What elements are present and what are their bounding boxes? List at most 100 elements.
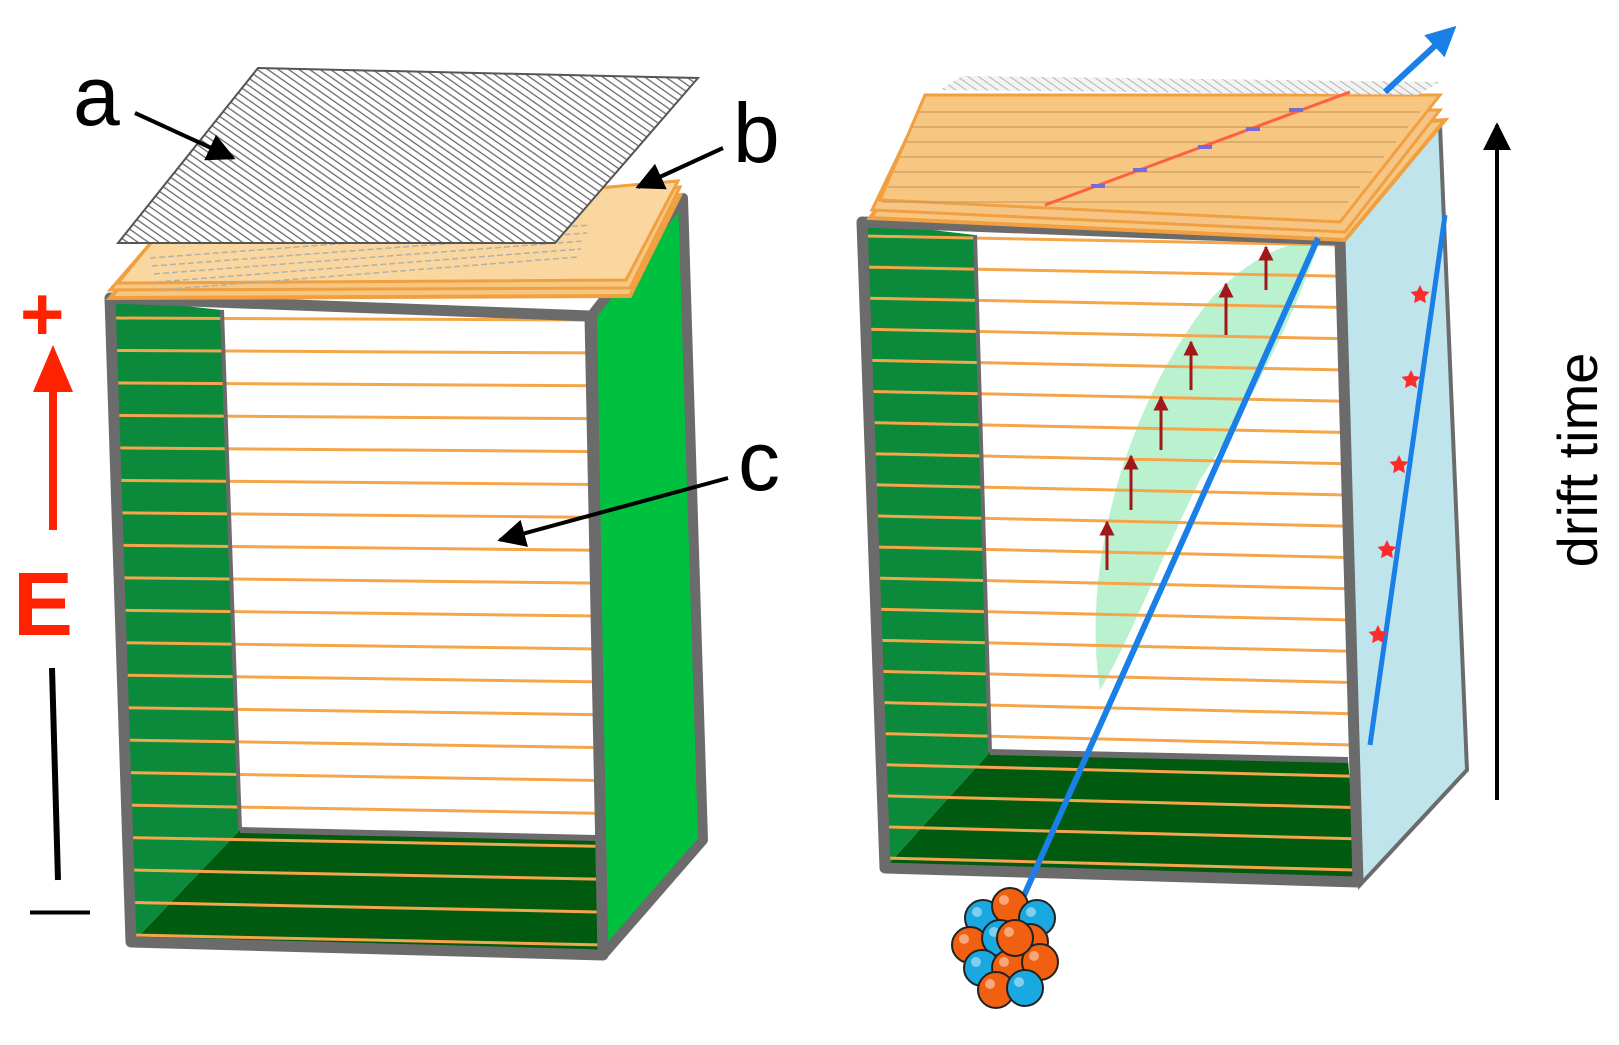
projected-track xyxy=(1367,214,1448,746)
arrow-b xyxy=(635,146,724,190)
field-strip xyxy=(881,763,1354,778)
field-strip xyxy=(873,483,1348,497)
side-hit-marker xyxy=(1389,455,1409,474)
field-strip xyxy=(867,296,1345,309)
readout-hit-marker xyxy=(1091,184,1105,188)
right-readout-lines xyxy=(882,111,1420,203)
label-field: E xyxy=(13,555,73,655)
readout-hit-marker xyxy=(1133,168,1147,172)
field-strip xyxy=(866,265,1344,278)
left-floor xyxy=(133,830,603,955)
field-strip xyxy=(883,856,1356,872)
field-strip xyxy=(883,825,1355,841)
left-back-wall xyxy=(112,298,240,942)
nucleon-highlight xyxy=(1029,951,1039,961)
field-strip xyxy=(879,701,1353,716)
label-c: c xyxy=(738,414,780,508)
field-strip xyxy=(125,706,600,717)
side-hit-marker xyxy=(1410,285,1430,304)
field-strip xyxy=(130,868,603,881)
nucleon-highlight xyxy=(999,895,1009,905)
right-floor-edge xyxy=(989,749,1349,763)
left-side-wall xyxy=(587,193,708,960)
field-arrow-head xyxy=(33,345,73,392)
field-strip xyxy=(118,478,596,486)
particle-track xyxy=(1019,236,1321,902)
left-front-frame xyxy=(104,292,609,961)
arrow-c xyxy=(497,476,729,547)
right-back-wall xyxy=(865,222,990,868)
field-strip xyxy=(117,446,595,454)
field-strip xyxy=(874,545,1350,559)
field-strip xyxy=(872,452,1348,466)
field-strip xyxy=(123,641,599,651)
field-strip xyxy=(131,901,604,914)
right-readout-top xyxy=(877,93,1444,224)
field-strip xyxy=(127,771,601,783)
nucleon-highlight xyxy=(959,934,969,944)
field-strip xyxy=(129,836,603,848)
label-plus: + xyxy=(20,272,64,357)
field-strip xyxy=(875,576,1350,591)
left-detector xyxy=(104,66,708,961)
field-strip xyxy=(116,413,594,421)
left-floor-edge xyxy=(239,827,597,841)
left-open-volume xyxy=(222,310,596,838)
field-strip xyxy=(871,421,1347,434)
label-minus: — xyxy=(30,874,90,941)
right-back-edge xyxy=(973,234,992,753)
drift-arrows xyxy=(1099,245,1274,570)
side-hits xyxy=(1368,285,1430,644)
field-strip xyxy=(122,608,598,618)
left-wire-plane xyxy=(115,66,701,244)
field-strip xyxy=(126,738,601,750)
readout-line xyxy=(157,256,579,291)
field-strip xyxy=(880,732,1353,747)
label-a: a xyxy=(73,49,120,143)
nucleon-highlight xyxy=(985,979,995,989)
side-hit-marker xyxy=(1368,625,1388,644)
field-strip xyxy=(121,576,598,585)
field-strip xyxy=(869,358,1346,372)
right-detector xyxy=(856,25,1470,902)
nucleon-highlight xyxy=(1026,907,1036,917)
arrow-a xyxy=(134,111,236,161)
label-b: b xyxy=(733,86,780,180)
field-strip xyxy=(132,933,605,947)
readout-hit-marker xyxy=(1198,145,1212,149)
nucleon-highlight xyxy=(999,957,1009,967)
field-strip xyxy=(119,511,596,519)
field-strip xyxy=(124,673,599,684)
readout-line xyxy=(155,248,582,283)
field-strip xyxy=(128,803,602,815)
left-field-strips xyxy=(112,316,605,947)
side-hit-marker xyxy=(1377,540,1397,559)
field-strip xyxy=(870,390,1347,403)
field-strip xyxy=(878,669,1352,684)
nucleon-highlight xyxy=(971,957,981,967)
field-strip xyxy=(882,794,1354,809)
electric-field-indicator: + E — xyxy=(13,272,90,941)
particle-track-exit xyxy=(1382,25,1457,95)
field-strip xyxy=(112,316,593,322)
field-strip xyxy=(868,327,1345,341)
field-strip xyxy=(115,381,594,388)
right-floor xyxy=(885,752,1358,880)
field-strip xyxy=(114,348,593,355)
field-strip xyxy=(877,638,1351,653)
nucleon xyxy=(1006,969,1044,1007)
nucleon-highlight xyxy=(972,907,982,917)
readout-hits xyxy=(1091,108,1303,188)
side-hit-marker xyxy=(1401,370,1421,389)
nucleon-highlight xyxy=(1014,977,1024,987)
right-field-strips xyxy=(865,234,1356,872)
left-back-edge xyxy=(220,309,242,831)
nucleon xyxy=(996,919,1034,957)
readout-hit-marker xyxy=(1289,108,1303,112)
charge-cloud xyxy=(1095,242,1318,690)
nucleon-highlight xyxy=(1004,927,1014,937)
field-strip xyxy=(876,607,1351,622)
field-strip xyxy=(120,543,597,552)
field-strip xyxy=(865,234,1344,247)
